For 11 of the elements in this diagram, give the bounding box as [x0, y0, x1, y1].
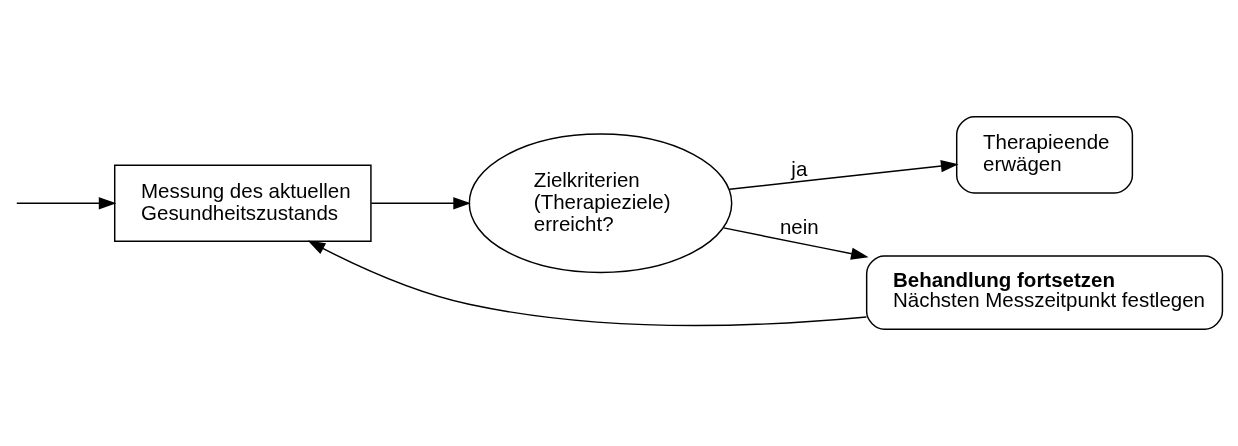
node-ellipse: Zielkriterien (Therapieziele) erreicht? — [468, 133, 733, 274]
edge-label: nein — [779, 215, 819, 239]
arrow — [722, 227, 869, 260]
arrow — [16, 197, 117, 210]
node-box: Therapieende erwägen — [956, 116, 1134, 194]
arrow — [370, 197, 471, 210]
node-box: Messung des aktuellen Gesundheitszustands — [113, 164, 372, 243]
arrow — [728, 159, 959, 190]
edge-label: ja — [791, 156, 808, 180]
arrow — [307, 240, 868, 327]
node-box: Behandlung fortsetzen Nächsten Messzeitpunkt festlegen — [865, 255, 1224, 330]
